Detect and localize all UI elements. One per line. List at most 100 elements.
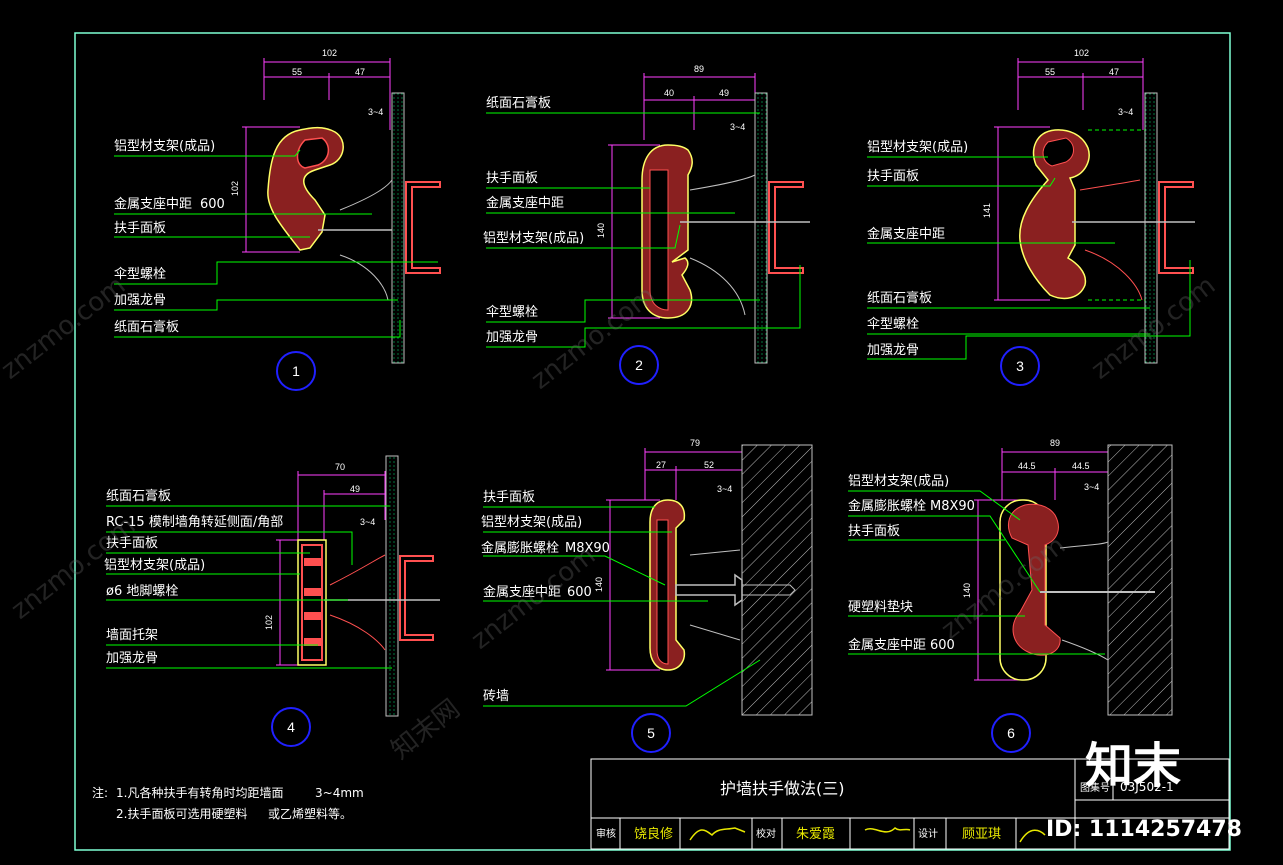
detail-3: 102 55 47 141 3~4 铝型材支架(成品) 扶手面板 金属支座中距 … — [867, 48, 1195, 386]
label-support-spacing: 金属支座中距 — [114, 196, 192, 212]
callout-number-3: 3 — [1016, 358, 1024, 374]
label-bolt-size: M8X90 — [565, 541, 610, 556]
label-anchor-bolt: ø6 地脚螺栓 — [106, 583, 178, 599]
label-spacing-value: 600 — [567, 585, 592, 600]
dim-inner: 49 — [350, 484, 360, 494]
dim-overall: 102 — [1074, 48, 1089, 58]
dim-left: 40 — [664, 88, 674, 98]
label-keel: 加强龙骨 — [106, 651, 158, 666]
callout-circle-2 — [619, 345, 659, 385]
label-bracket: 铝型材支架(成品) — [114, 139, 215, 154]
title-block: 护墙扶手做法(三) 图集号 03J502-1 审核 饶良修 校对 朱爱霞 设计 … — [590, 758, 1230, 850]
note-line-2-tail: 或乙烯塑料等。 — [268, 806, 352, 821]
detail-5: 79 27 52 140 3~4 扶手面板 铝型材支架(成品) 金属膨胀螺栓 M… — [481, 438, 813, 753]
dim-gap: 3~4 — [1118, 107, 1133, 117]
label-bolt-size: M8X90 — [930, 499, 975, 514]
design-label: 设计 — [918, 827, 938, 840]
label-gypsum: 纸面石膏板 — [114, 319, 179, 335]
label-corner: RC-15 模制墙角转延侧面/角部 — [106, 515, 283, 530]
support-bracket — [399, 555, 434, 641]
dim-gap: 3~4 — [1084, 482, 1099, 492]
detail-2: 89 40 49 140 3~4 纸面石膏板 扶手面板 金属支座中距 铝型材支架… — [483, 64, 810, 385]
check-label: 校对 — [756, 827, 776, 840]
label-bracket: 铝型材支架(成品) — [481, 515, 582, 530]
callout-circle-3 — [1000, 346, 1040, 386]
designer-name: 顾亚琪 — [962, 827, 1001, 842]
callout-number-5: 5 — [647, 725, 655, 741]
label-bracket: 铝型材支架(成品) — [848, 474, 949, 489]
dim-height: 102 — [230, 181, 240, 196]
note-line-1-value: 3~4mm — [315, 786, 364, 800]
note-line-2: 2.扶手面板可选用硬塑料 — [116, 806, 247, 821]
drawing-frame — [74, 32, 1231, 851]
label-keel: 加强龙骨 — [867, 343, 919, 358]
label-keel: 加强龙骨 — [486, 330, 538, 345]
dim-left: 27 — [656, 460, 666, 470]
dim-overall: 102 — [322, 48, 337, 58]
dim-gap: 3~4 — [368, 107, 383, 117]
designer-signature — [1019, 829, 1046, 843]
callout-number-4: 4 — [287, 719, 295, 735]
label-support-spacing: 金属支座中距 — [483, 584, 561, 600]
dim-right: 49 — [719, 88, 729, 98]
gypsum-board — [391, 92, 405, 364]
dim-overall: 70 — [335, 462, 345, 472]
support-bracket — [1158, 181, 1194, 274]
dim-right: 47 — [1109, 67, 1119, 77]
dim-height: 102 — [264, 615, 274, 630]
callout-number-1: 1 — [292, 363, 300, 379]
dim-left: 44.5 — [1018, 461, 1036, 471]
label-brick-wall: 砖墙 — [483, 689, 509, 704]
callout-circle-4 — [271, 707, 311, 747]
id-text: ID: 1114257478 — [1046, 817, 1242, 842]
dim-gap: 3~4 — [730, 122, 745, 132]
brand-logo: 知末 — [1085, 738, 1181, 794]
label-panel: 扶手面板 — [106, 536, 158, 551]
detail-6: 89 44.5 44.5 140 3~4 铝型材支架(成品) 金属膨胀螺栓 M8… — [848, 438, 1173, 753]
dim-gap: 3~4 — [717, 484, 732, 494]
support-bracket — [405, 181, 441, 274]
detail-4: 70 49 102 3~4 纸面石膏板 RC-15 模制墙角转延侧面/角部 扶手… — [104, 455, 440, 747]
checker-name: 朱爱霞 — [796, 827, 835, 842]
review-label: 审核 — [596, 827, 616, 840]
support-bracket — [768, 181, 804, 274]
note-line-1: 1.凡各种扶手有转角时均距墙面 — [116, 785, 283, 800]
label-expansion-bolt: 金属膨胀螺栓 — [481, 540, 559, 556]
dim-overall: 89 — [694, 64, 704, 74]
notes: 注: 1.凡各种扶手有转角时均距墙面 3~4mm 2.扶手面板可选用硬塑料 或乙… — [92, 785, 364, 821]
callout-number-2: 2 — [635, 357, 643, 373]
label-support-spacing: 金属支座中距 — [867, 226, 945, 242]
dim-right: 44.5 — [1072, 461, 1090, 471]
dim-height: 141 — [982, 203, 992, 218]
label-gypsum: 纸面石膏板 — [867, 290, 932, 306]
label-support-spacing: 金属支座中距 — [848, 637, 926, 653]
reviewer-name: 饶良修 — [634, 826, 673, 842]
drawing-no: 03J502-1 — [1120, 780, 1174, 794]
label-panel: 扶手面板 — [114, 221, 166, 236]
drawing-no-label: 图集号 — [1080, 781, 1110, 794]
label-spacing-value: 600 — [930, 638, 955, 653]
dim-left: 55 — [1045, 67, 1055, 77]
dim-height: 140 — [596, 223, 606, 238]
gypsum-board — [754, 92, 768, 364]
label-panel: 扶手面板 — [483, 490, 535, 505]
watermark-site: znzmo.com — [526, 281, 661, 396]
dim-height: 140 — [594, 577, 604, 592]
brick-wall — [741, 444, 813, 716]
label-support-spacing: 金属支座中距 — [486, 195, 564, 211]
gypsum-board — [385, 455, 399, 717]
dim-left: 55 — [292, 67, 302, 77]
label-bracket: 铝型材支架(成品) — [867, 140, 968, 155]
dim-overall: 89 — [1050, 438, 1060, 448]
label-expansion-bolt: 金属膨胀螺栓 — [848, 498, 926, 514]
handrail-profile — [1019, 129, 1090, 300]
label-bolt: 伞型螺栓 — [114, 266, 166, 282]
callout-circle-1 — [276, 351, 316, 391]
label-wall-bracket: 墙面托架 — [106, 628, 158, 643]
label-gypsum: 纸面石膏板 — [486, 95, 551, 111]
dim-gap: 3~4 — [360, 517, 375, 527]
gypsum-board — [1144, 92, 1158, 364]
watermark-site: znzmo.com — [936, 531, 1071, 646]
label-bracket: 铝型材支架(成品) — [483, 231, 584, 246]
